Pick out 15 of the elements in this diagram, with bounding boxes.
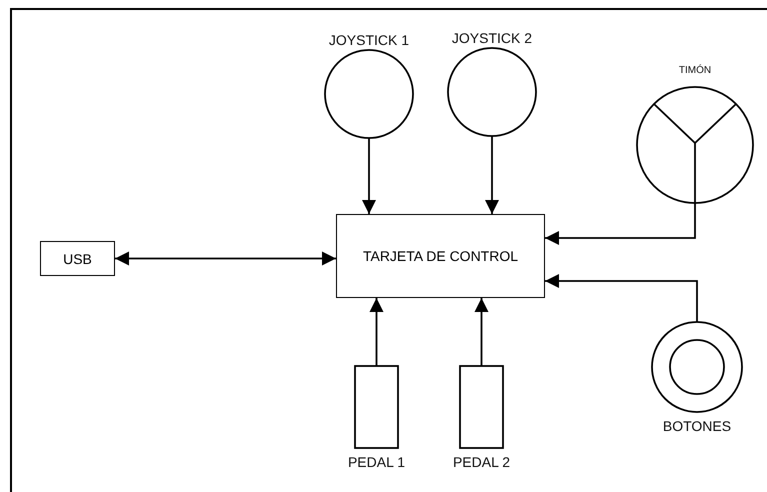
arrow xyxy=(370,298,384,366)
usb-box: USB xyxy=(40,241,115,276)
control-board-box: TARJETA DE CONTROL xyxy=(336,214,545,298)
node-label: JOYSTICK 2 xyxy=(452,30,532,46)
node-label: JOYSTICK 1 xyxy=(328,32,410,48)
arrow xyxy=(545,203,696,245)
node-label: TIMÓN xyxy=(678,65,712,76)
node-label: BOTONES xyxy=(662,418,732,434)
arrow xyxy=(485,136,499,214)
node-label: PEDAL 1 xyxy=(348,454,406,470)
node-label: PEDAL 2 xyxy=(452,454,510,470)
arrow xyxy=(362,138,376,214)
arrow xyxy=(545,274,698,322)
arrow xyxy=(474,298,488,366)
arrow xyxy=(115,252,336,266)
